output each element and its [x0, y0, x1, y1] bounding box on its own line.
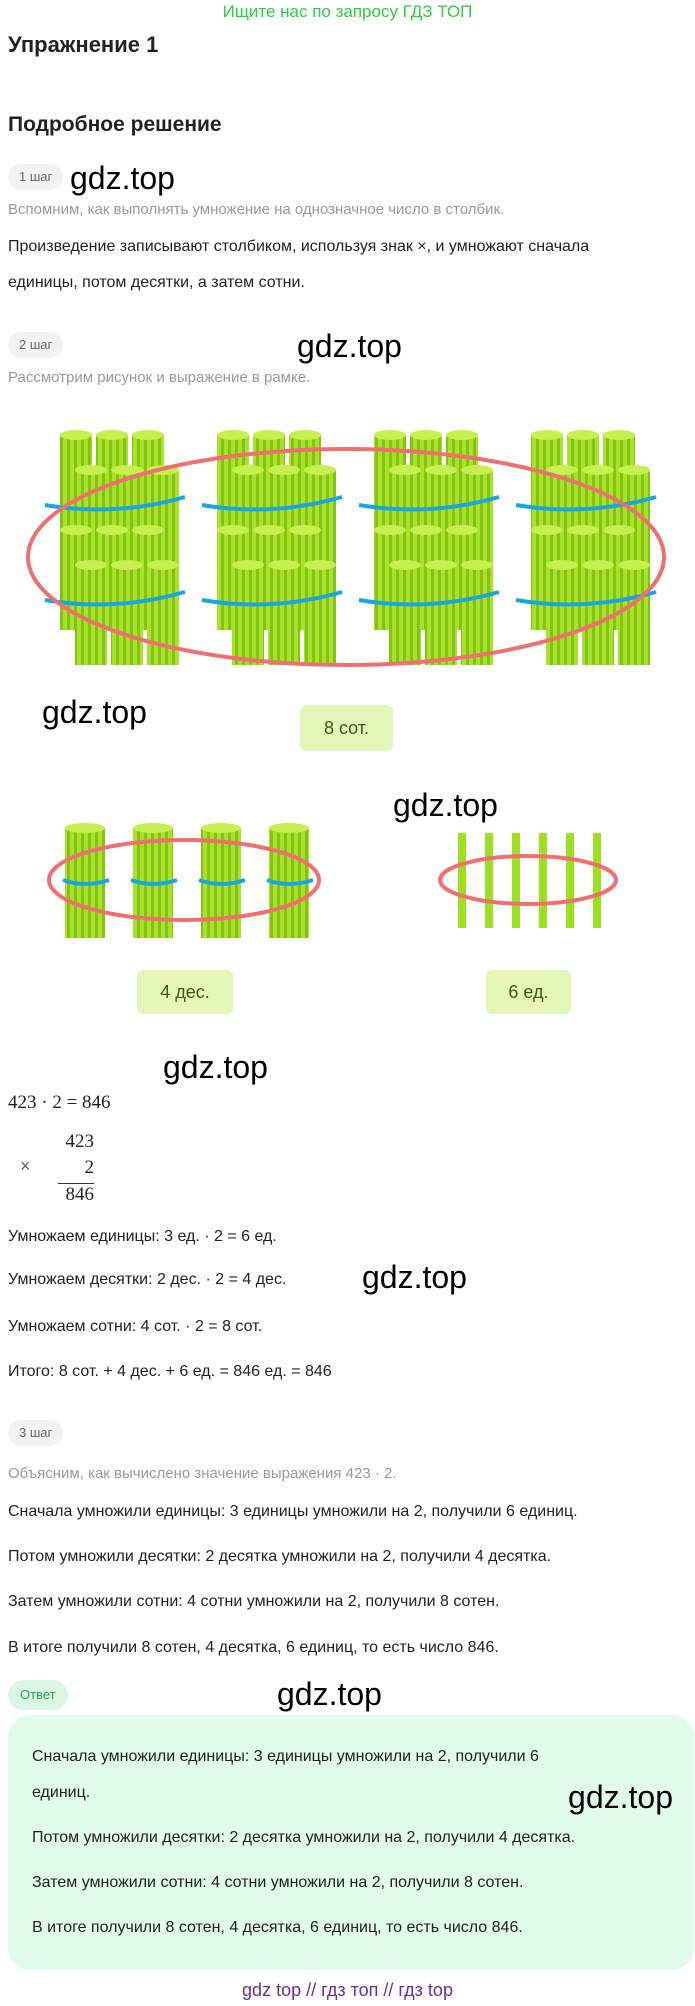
hundred-rod-bundle — [425, 560, 457, 665]
unit-rod — [539, 833, 547, 928]
hundred-rod-bundle — [268, 560, 300, 665]
footer-links[interactable]: gdz top // гдз топ // гдз top — [242, 1980, 453, 2000]
answer-line: Сначала умножили единицы: 3 единицы умно… — [32, 1748, 539, 1765]
hundred-band — [515, 495, 657, 512]
hundred-rod-bundle — [389, 560, 421, 665]
unit-rod — [512, 833, 520, 928]
hundred-rod-bundle — [111, 560, 143, 665]
hundred-rod-bundle — [304, 560, 336, 665]
hundred-rod-bundle — [232, 560, 264, 665]
hundred-rod-bundle — [582, 560, 614, 665]
hundred-rod-bundle — [618, 560, 650, 665]
hundreds-badge: 8 сот. — [300, 705, 393, 751]
units-ring — [438, 854, 618, 906]
watermark: gdz.top — [393, 787, 498, 823]
units-badge: 6 ед. — [486, 970, 571, 1014]
unit-rod — [458, 833, 466, 928]
watermark: gdz.top — [362, 1259, 467, 1295]
answer-line: Затем умножили сотни: 4 сотни умножили н… — [32, 1874, 524, 1891]
ten-band — [130, 878, 178, 886]
bundles-illustration — [26, 430, 666, 938]
column-multiplicand: 423 — [65, 1131, 95, 1152]
ten-band — [62, 878, 110, 886]
tens-ring — [47, 838, 321, 922]
unit-rod — [485, 833, 493, 928]
calc-line: Умножаем десятки: 2 дес. · 2 = 4 дес. — [8, 1271, 287, 1288]
answer-badge: Ответ — [8, 1680, 68, 1710]
hundred-rod-bundle — [75, 560, 107, 665]
multiply-sign: × — [20, 1156, 31, 1176]
watermark: gdz.top — [568, 1779, 673, 1815]
step-1-badge: 1 шаг — [8, 164, 64, 190]
step-1-hint: Вспомним, как выполнять умножение на одн… — [8, 201, 505, 218]
answer-box: Сначала умножили единицы: 3 единицы умно… — [8, 1715, 694, 1970]
calc-line: Умножаем сотни: 4 сот. · 2 = 8 сот. — [8, 1318, 263, 1335]
watermark: gdz.top — [163, 1049, 268, 1085]
page-title: Упражнение 1 — [8, 32, 159, 57]
hundred-rod-bundle — [147, 560, 179, 665]
search-banner[interactable]: Ищите нас по запросу ГДЗ ТОП — [222, 2, 473, 21]
hundreds-ring — [26, 447, 666, 667]
hundred-band — [201, 495, 343, 512]
answer-line: единиц. — [32, 1784, 91, 1801]
watermark: gdz.top — [277, 1676, 382, 1712]
answer-line: Потом умножили десятки: 2 десятка умножи… — [32, 1829, 576, 1846]
answer-line: В итоге получили 8 сотен, 4 десятка, 6 е… — [32, 1919, 523, 1936]
step-3-hint: Объясним, как вычислено значение выражен… — [8, 1465, 397, 1482]
step-2-badge: 2 шаг — [8, 332, 64, 358]
step-3-line: Затем умножили сотни: 4 сотни умножили н… — [8, 1593, 500, 1610]
section-title: Подробное решение — [8, 113, 222, 136]
unit-rod — [593, 833, 601, 928]
step-1-line: единицы, потом десятки, а затем сотни. — [8, 274, 305, 291]
step-2-hint: Рассмотрим рисунок и выражение в рамке. — [8, 369, 311, 386]
hundred-rod-bundle — [546, 560, 578, 665]
calc-line: Итого: 8 сот. + 4 дес. + 6 ед. = 846 ед.… — [8, 1363, 332, 1380]
ten-band — [266, 878, 314, 886]
step-3-line: Потом умножили десятки: 2 десятка умножи… — [8, 1548, 552, 1565]
step-3-line: В итоге получили 8 сотен, 4 десятка, 6 е… — [8, 1639, 499, 1656]
hundred-band — [358, 495, 500, 512]
hundred-band — [358, 590, 500, 607]
hundred-band — [201, 590, 343, 607]
unit-rod — [566, 833, 574, 928]
watermark: gdz.top — [42, 694, 147, 730]
calc-line: Умножаем единицы: 3 ед. · 2 = 6 ед. — [8, 1228, 277, 1245]
column-multiplier: 2 — [84, 1157, 95, 1178]
step-3-line: Сначала умножили единицы: 3 единицы умно… — [8, 1503, 578, 1520]
watermark: gdz.top — [70, 160, 175, 196]
equation: 423 · 2 = 846 — [8, 1092, 111, 1113]
hundred-rod-bundle — [461, 560, 493, 665]
step-1-line: Произведение записывают столбиком, испол… — [8, 238, 590, 255]
ten-band — [198, 878, 246, 886]
step-3-badge: 3 шаг — [8, 1420, 64, 1446]
watermark: gdz.top — [297, 328, 402, 364]
tens-badge: 4 дес. — [137, 970, 233, 1014]
column-result: 846 — [58, 1183, 94, 1206]
